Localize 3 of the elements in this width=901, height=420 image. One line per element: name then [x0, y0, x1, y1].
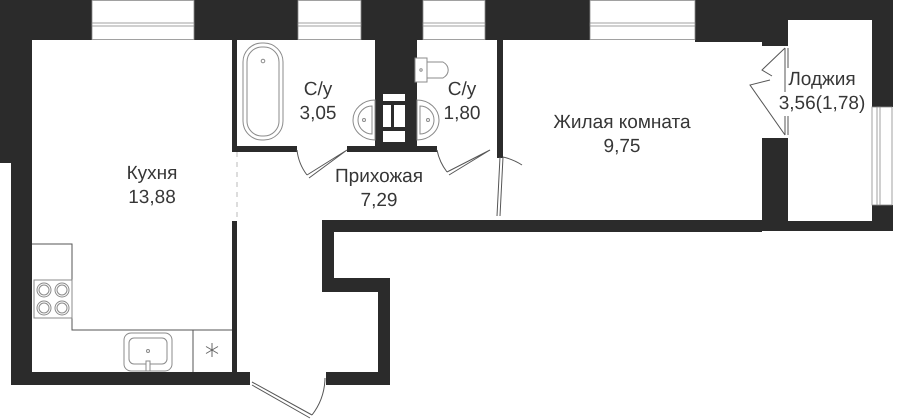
- room-area: 3,56(1,78): [776, 92, 868, 116]
- room-name: С/у: [302, 78, 334, 102]
- room-name: С/у: [446, 78, 478, 102]
